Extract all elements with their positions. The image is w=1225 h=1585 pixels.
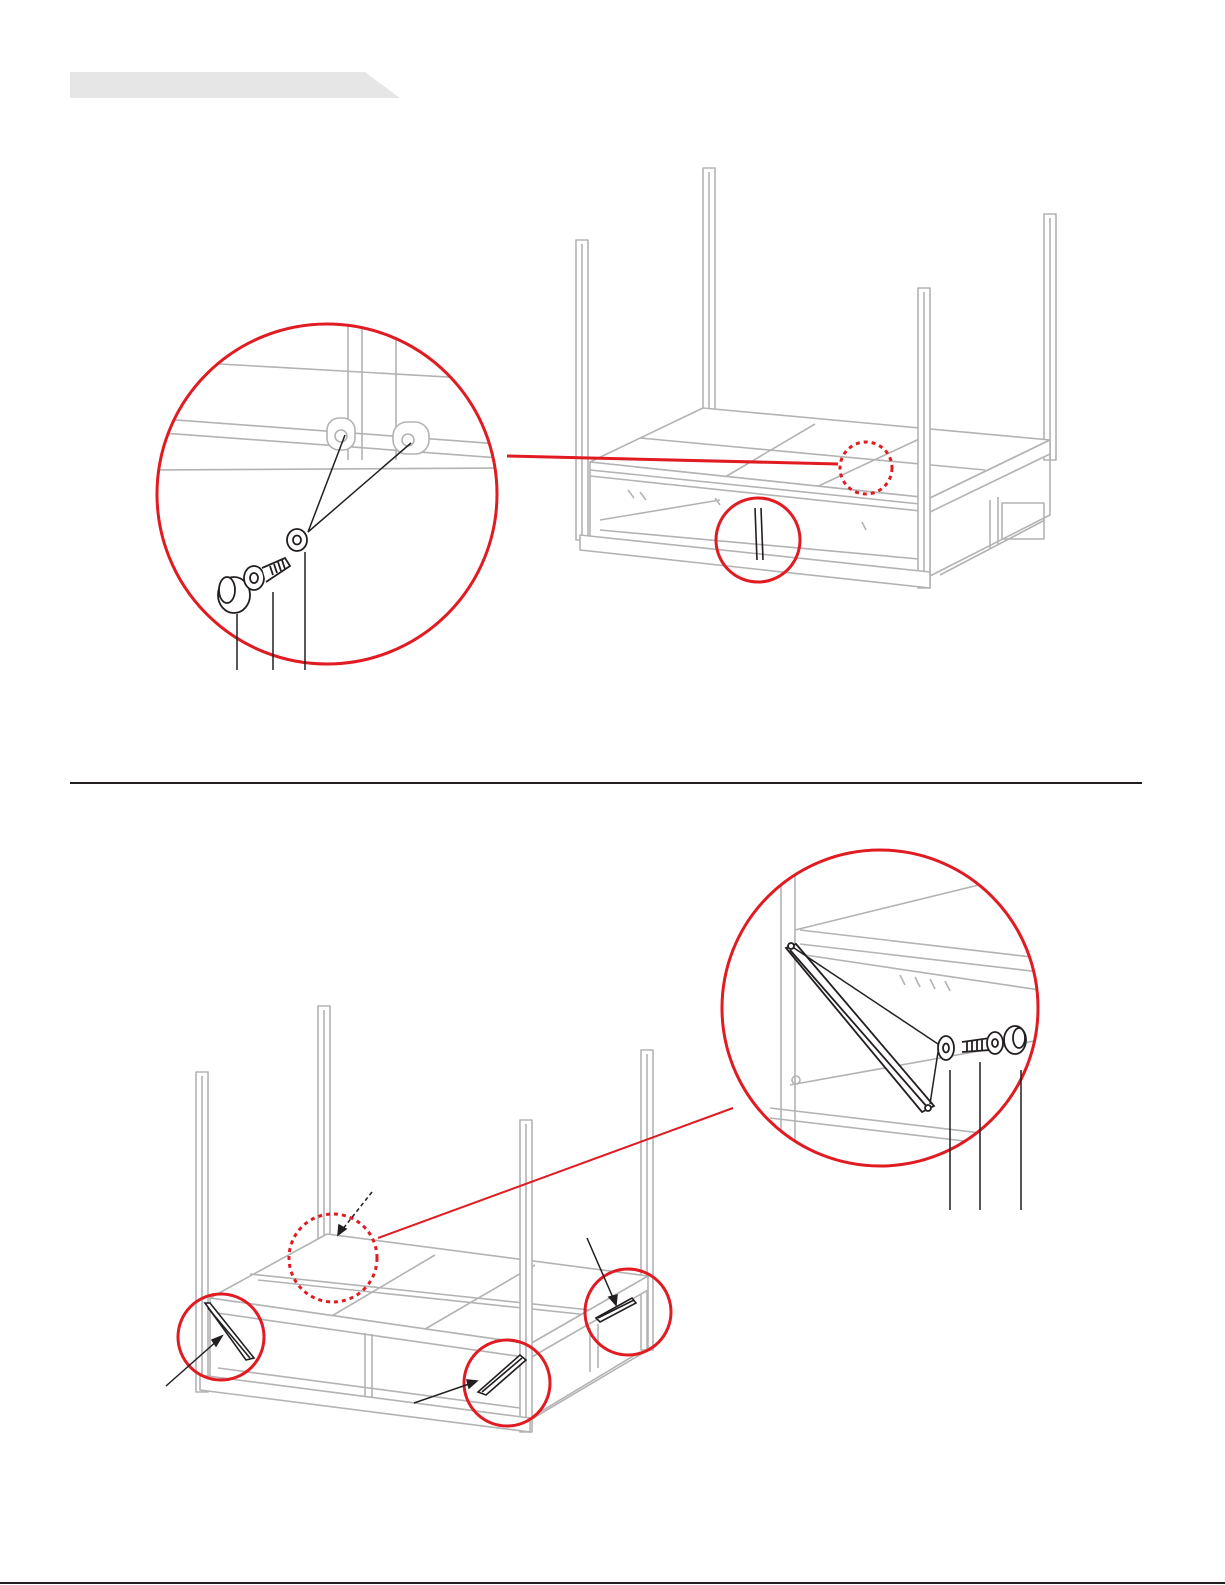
bottom-post-right-back [641, 1050, 653, 1350]
top-frame [576, 168, 1056, 588]
top-post-left-back [703, 168, 715, 428]
cap-icon [1004, 1026, 1026, 1054]
bottom-post-right-front [520, 1120, 532, 1432]
top-detail-magnifier [150, 320, 500, 664]
bottom-leader-to-detail [378, 1108, 733, 1238]
top-post-left-front [576, 240, 588, 540]
brace-front [478, 1355, 526, 1395]
washer-icon [287, 529, 307, 551]
bottom-post-center-back [318, 1006, 330, 1266]
step-header-tab [70, 72, 400, 98]
bottom-post-left-back [196, 1072, 208, 1392]
top-post-right-front [918, 288, 930, 588]
bottom-frame [196, 1006, 653, 1432]
top-center-leg [755, 508, 763, 560]
bottom-detail-magnifier [722, 850, 1040, 1170]
washer-icon [938, 1036, 954, 1060]
top-post-right-back [1044, 214, 1056, 460]
